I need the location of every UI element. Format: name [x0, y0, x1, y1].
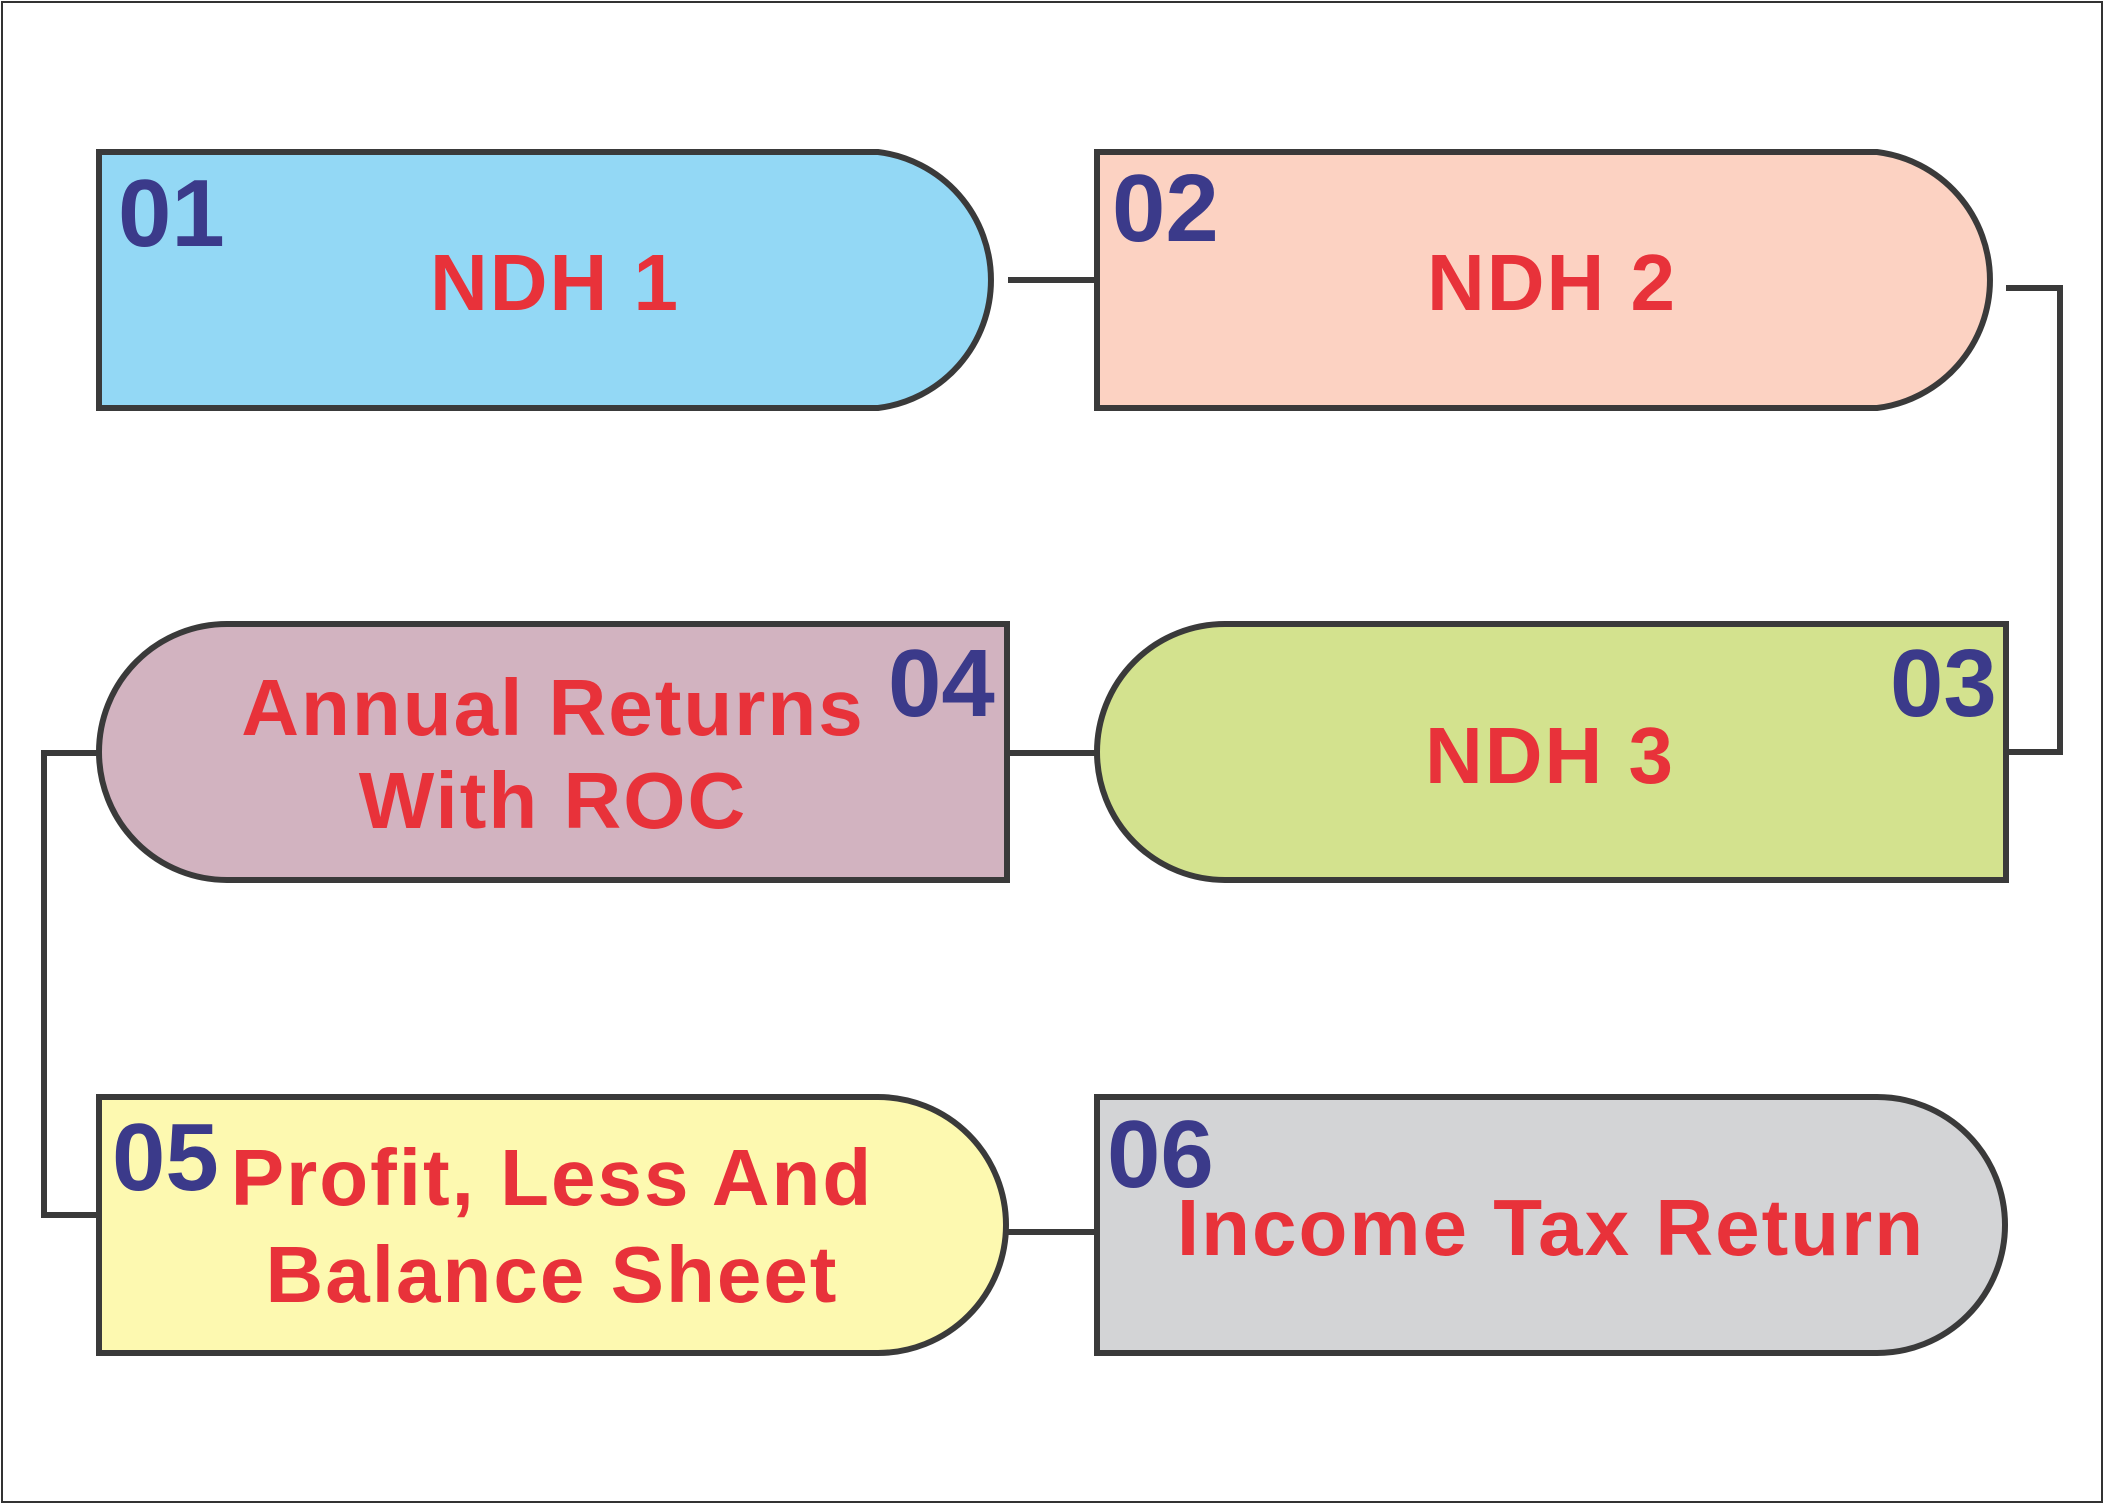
step-label: NDH 2: [1427, 238, 1677, 327]
step-number: 05: [112, 1104, 219, 1211]
step-number: 03: [1890, 630, 1997, 737]
step-number: 02: [1112, 155, 1219, 262]
step-label: Income Tax Return: [1177, 1183, 1925, 1272]
step-number: 04: [888, 630, 995, 737]
step-label-line-1: Profit, Less And: [231, 1133, 873, 1222]
node-04: 04 Annual Returns With ROC: [96, 621, 1010, 883]
node-03: 03 NDH 3: [1094, 621, 2009, 883]
node-02: 02 NDH 2: [1094, 149, 1993, 411]
step-label-line-2: With ROC: [359, 756, 748, 845]
step-label: NDH 1: [430, 238, 680, 327]
connector-02-03: [2006, 285, 2063, 755]
node-shape: [1094, 1094, 2008, 1356]
step-number: 06: [1107, 1101, 1214, 1208]
connectors: [41, 277, 2063, 1235]
node-shape: [96, 149, 994, 411]
node-05: 05 Profit, Less And Balance Sheet: [96, 1094, 1009, 1356]
connector-04-05: [41, 750, 98, 1218]
step-label: NDH 3: [1425, 711, 1675, 800]
step-label-line-1: Annual Returns: [241, 663, 865, 752]
step-label-line-2: Balance Sheet: [266, 1230, 839, 1319]
step-number: 01: [118, 160, 225, 267]
node-shape: [96, 621, 1010, 883]
node-shape: [96, 1094, 1009, 1356]
node-01: 01 NDH 1: [96, 149, 994, 411]
node-shape: [1094, 149, 1993, 411]
node-shape: [1094, 621, 2009, 883]
node-06: 06 Income Tax Return: [1094, 1094, 2008, 1356]
